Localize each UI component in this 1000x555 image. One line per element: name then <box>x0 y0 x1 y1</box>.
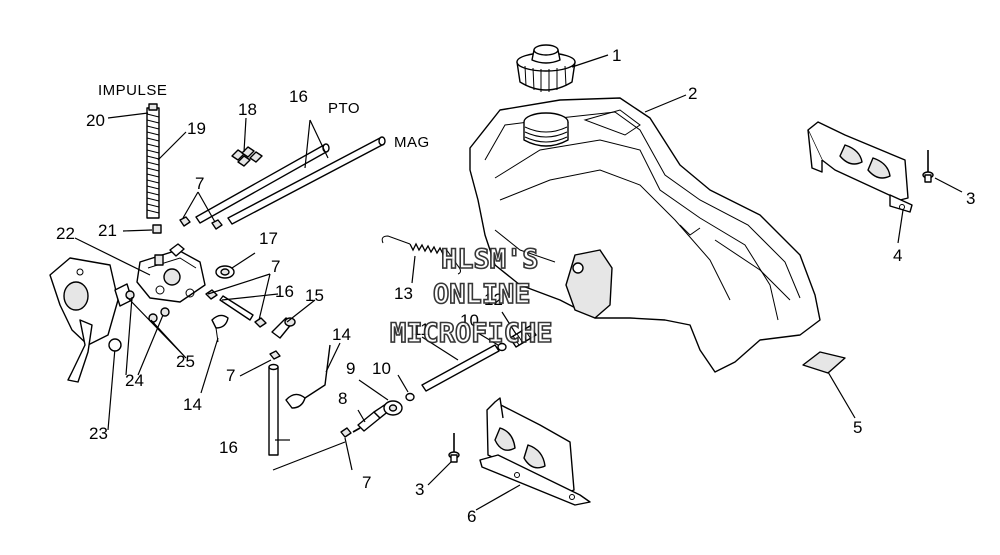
tank-bracket-front <box>479 397 591 506</box>
hose-clip-right <box>285 344 331 409</box>
impulse-clamp <box>152 224 162 234</box>
callout-7-upper: 7 <box>195 174 204 193</box>
callout-21: 21 <box>98 221 117 240</box>
hose-clamps <box>231 146 263 167</box>
impulse-label: IMPULSE <box>98 82 167 99</box>
fuel-cap <box>516 44 576 92</box>
fuel-line-short <box>219 295 254 321</box>
fuel-tank <box>469 97 821 373</box>
hose-clip-left <box>211 314 229 343</box>
callout-19: 19 <box>187 119 206 138</box>
callout-23: 23 <box>89 424 108 443</box>
tank-pad <box>802 351 846 374</box>
callout-13: 13 <box>394 284 413 303</box>
callout-7-bottom: 7 <box>362 473 371 492</box>
callout-16-bottom: 16 <box>219 438 238 457</box>
fuel-filter <box>271 317 296 339</box>
callout-15: 15 <box>305 286 324 305</box>
callout-2: 2 <box>688 84 697 103</box>
fuel-line-leader <box>304 119 329 169</box>
callout-14-right: 14 <box>332 325 351 344</box>
callout-10-lower: 10 <box>372 359 391 378</box>
callout-3-left: 3 <box>415 480 424 499</box>
callout-6: 6 <box>467 507 476 526</box>
callout-8: 8 <box>338 389 347 408</box>
impulse-line <box>146 107 160 219</box>
callout-25: 25 <box>176 352 195 371</box>
callout-7-left: 7 <box>226 366 235 385</box>
mount-bolt <box>108 338 122 352</box>
callout-22: 22 <box>56 224 75 243</box>
gaskets <box>114 283 170 323</box>
clamp-lower <box>269 350 352 438</box>
tank-bracket-rear <box>807 121 913 213</box>
pto-label: PTO <box>328 100 360 117</box>
grommet <box>383 400 403 416</box>
carburetor-mount <box>49 257 119 383</box>
callout-24: 24 <box>125 371 144 390</box>
callout-14-left: 14 <box>183 395 202 414</box>
callout-11: 11 <box>412 320 430 339</box>
clamp-10-upper <box>497 342 507 352</box>
fuel-line-mag <box>227 136 386 225</box>
spring-fitting <box>509 325 537 348</box>
fuel-line-11 <box>421 344 500 392</box>
screw-left <box>448 433 460 463</box>
clamp-mid <box>205 289 267 328</box>
callout-18: 18 <box>238 100 257 119</box>
watermark-line-1: HLSM'S <box>441 244 539 275</box>
watermark-line-2: ONLINE <box>433 279 531 310</box>
callout-1: 1 <box>612 46 621 65</box>
fuel-elbow <box>215 265 235 279</box>
mag-label: MAG <box>394 134 430 151</box>
callout-10-upper: 10 <box>460 311 479 330</box>
carburetor-pump <box>136 243 206 303</box>
callout-3-right: 3 <box>966 189 975 208</box>
screw-right <box>922 150 934 183</box>
callout-7-mid: 7 <box>271 257 280 276</box>
callout-4: 4 <box>893 246 902 265</box>
leader-lines <box>74 54 963 511</box>
line-connector <box>272 441 346 471</box>
fuel-line-vertical <box>268 363 279 456</box>
impulse-fitting <box>148 103 158 111</box>
return-spring <box>381 235 461 275</box>
watermark-line-3: MICROFICHE <box>390 318 553 349</box>
callout-12: 12 <box>484 290 503 309</box>
callout-17: 17 <box>259 229 278 248</box>
callout-5: 5 <box>853 418 862 437</box>
callout-20: 20 <box>86 111 105 130</box>
callout-16-top: 16 <box>289 87 308 106</box>
clamp-10-lower <box>405 392 415 402</box>
callout-16-mid: 16 <box>275 282 294 301</box>
callout-9: 9 <box>346 359 355 378</box>
